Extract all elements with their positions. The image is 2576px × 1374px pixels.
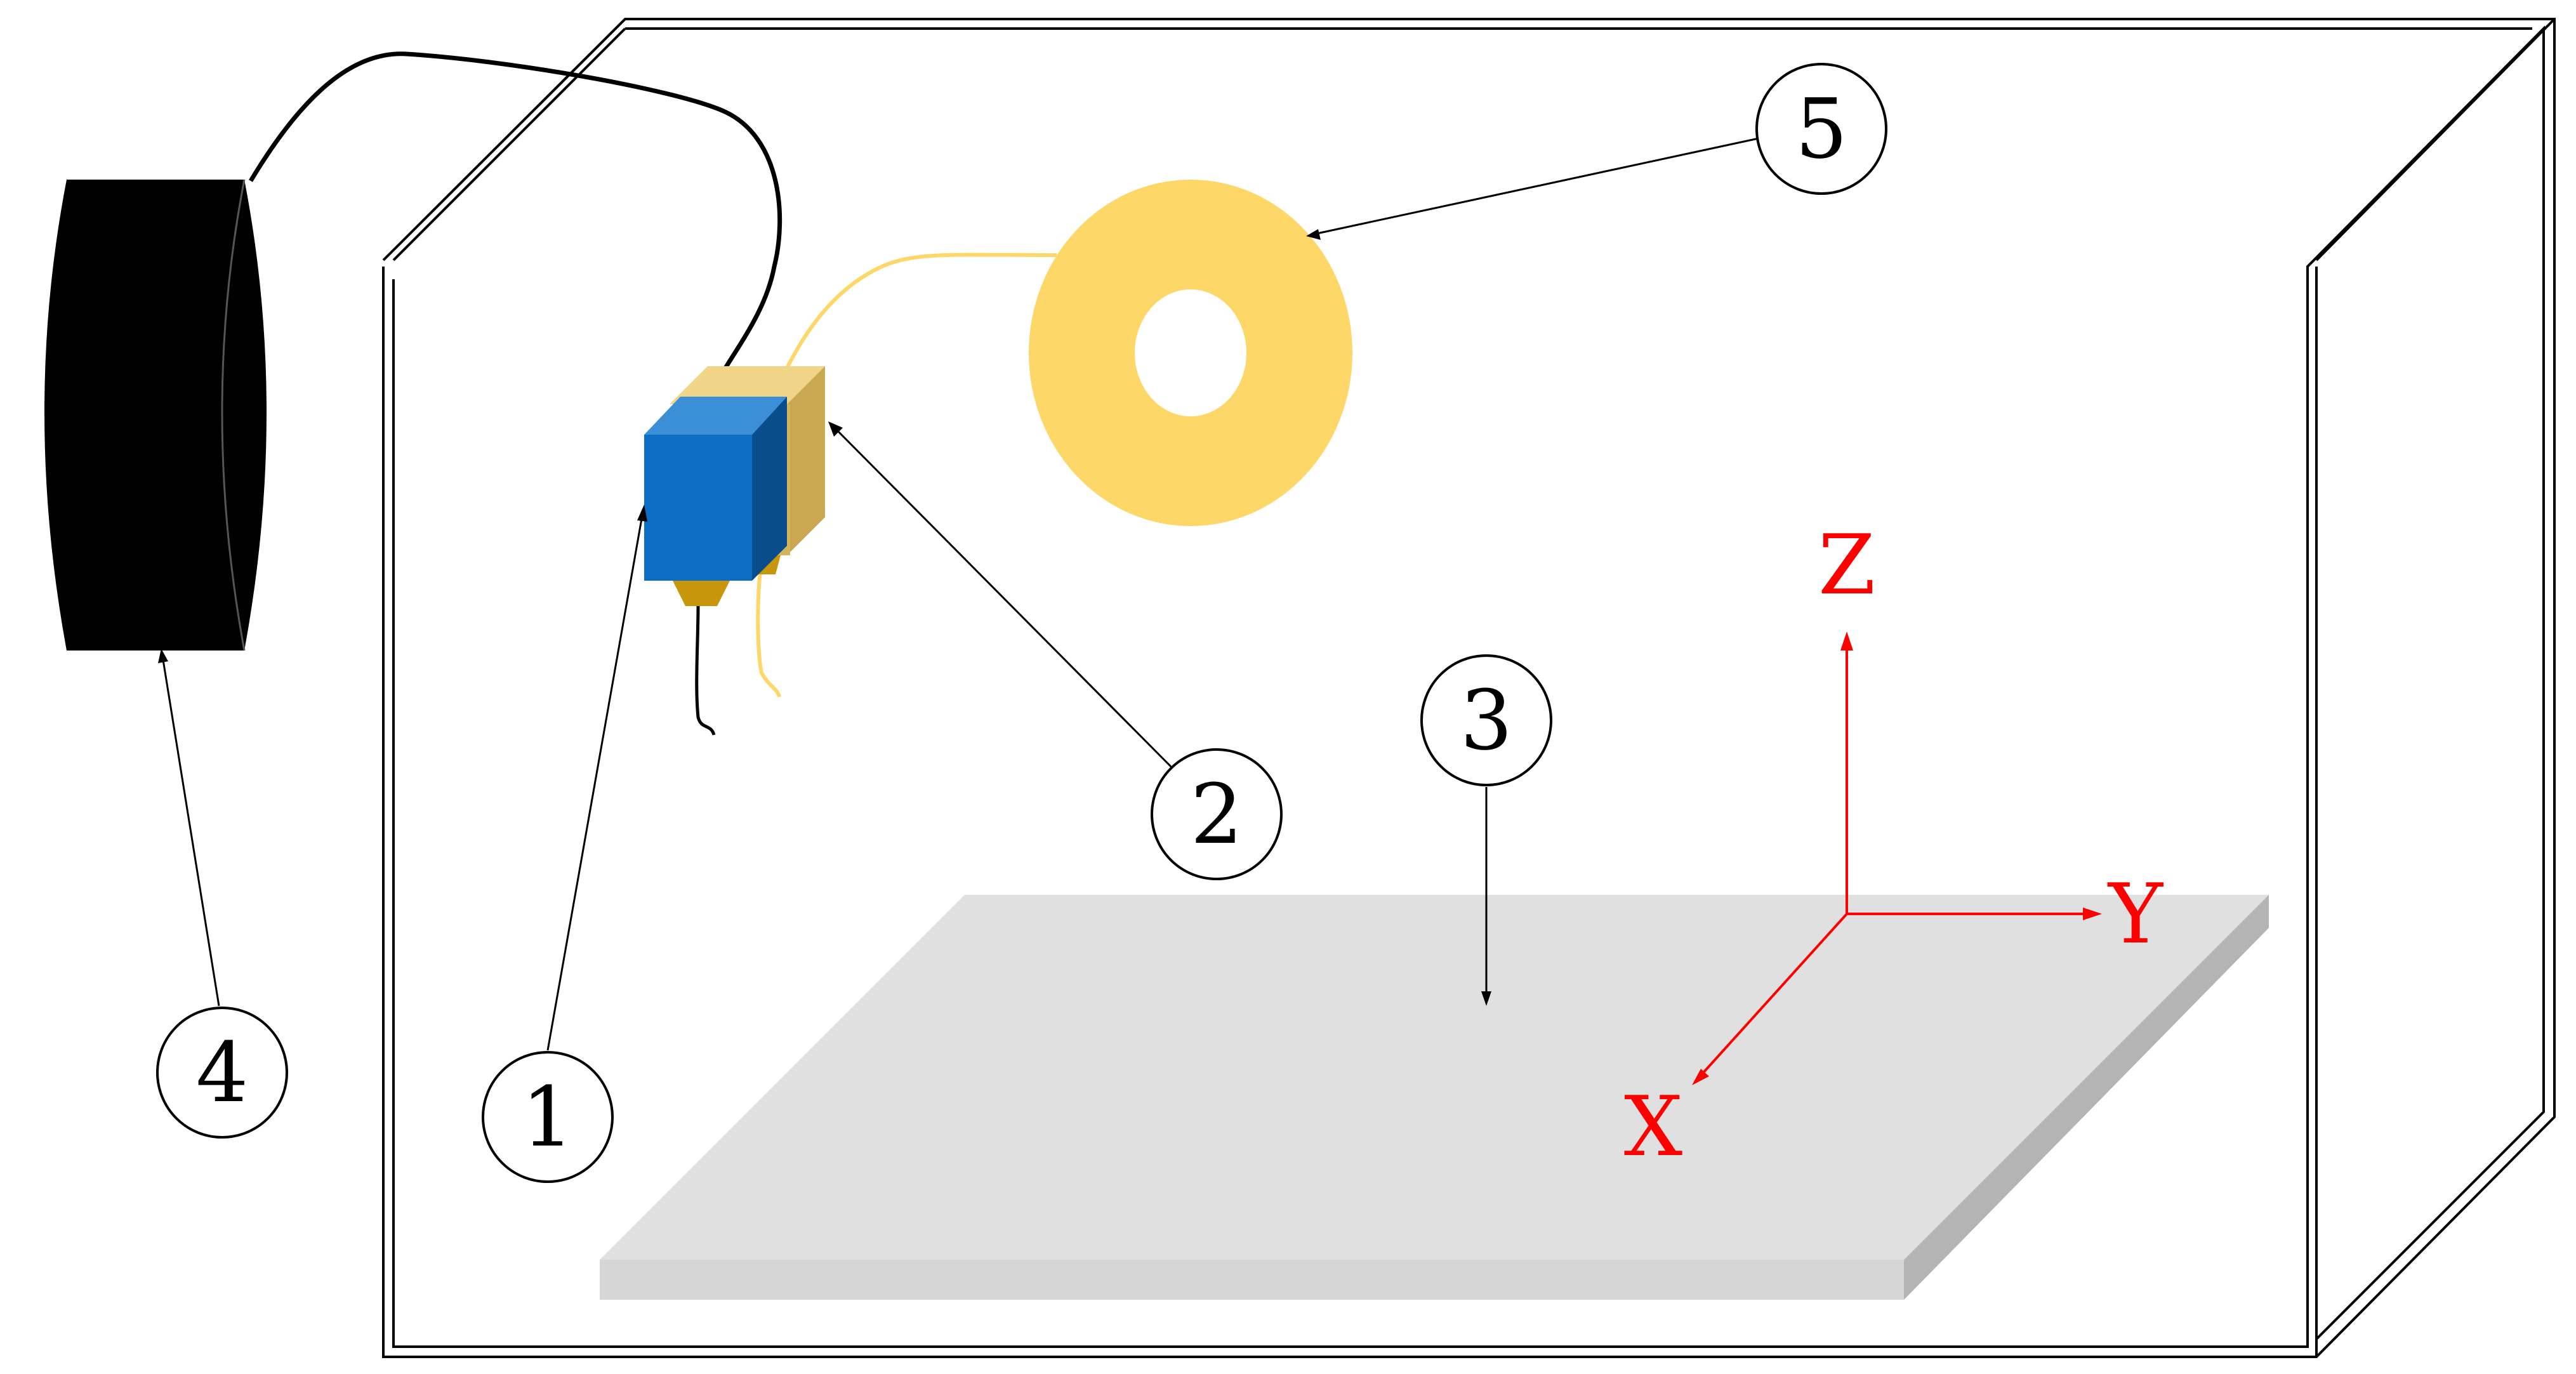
y-axis-arrowhead (2083, 908, 2102, 920)
build-plate-front (600, 1260, 1904, 1300)
nozzle-wire (695, 605, 716, 736)
callouts: 1 2 3 4 5 (156, 63, 1887, 1183)
reel-body (44, 180, 267, 651)
leader-4-arrowhead (158, 649, 168, 663)
enclosure-inner (392, 25, 2545, 1348)
x-axis-arrowhead (1692, 1069, 1709, 1085)
x-axis-line (1696, 913, 1848, 1080)
leader-4 (162, 659, 220, 1007)
leader-5-arrowhead (1306, 229, 1321, 240)
blue-block-front (644, 435, 752, 581)
cable-reel (44, 179, 267, 651)
build-plate-top (600, 895, 2269, 1260)
build-plate-side (1904, 895, 2269, 1300)
y-axis-label: Y (2107, 866, 2163, 962)
axes: Z Y X (1624, 517, 2163, 1175)
blue-nozzle (673, 581, 730, 606)
callout-2: 2 (1151, 748, 1283, 880)
callout-4-label: 4 (196, 1024, 249, 1121)
leader-lines (158, 135, 1768, 1051)
reel-face-outline (221, 179, 246, 651)
enclosure-outer (382, 18, 2556, 1358)
x-axis-label: X (1624, 1078, 1683, 1175)
leader-5 (1316, 135, 1768, 235)
callout-5-label: 5 (1795, 81, 1848, 177)
filament-spool (1029, 180, 1352, 526)
leader-1 (546, 515, 644, 1051)
callout-5: 5 (1755, 63, 1887, 195)
enclosure-right-diag (2315, 18, 2556, 261)
enclosure-top-left-inner (392, 27, 626, 261)
callout-4: 4 (156, 1007, 288, 1139)
blue-block-top (644, 397, 787, 435)
build-plate (600, 895, 2269, 1300)
callout-3-label: 3 (1460, 672, 1513, 769)
cable (248, 51, 783, 395)
leader-3-arrowhead (1481, 991, 1491, 1006)
filament-extruded (756, 558, 781, 697)
blue-block-side (752, 397, 787, 581)
print-head (644, 366, 825, 736)
leader-2 (835, 428, 1179, 774)
filament-feed (785, 253, 1057, 369)
callout-1-label: 1 (522, 1069, 574, 1165)
callout-3: 3 (1420, 654, 1552, 786)
z-axis-arrowhead (1840, 631, 1853, 651)
gold-block-front (787, 366, 825, 555)
leader-2-arrowhead (828, 421, 843, 437)
gold-block-top (670, 366, 825, 404)
callout-1: 1 (482, 1051, 614, 1183)
z-axis-label: Z (1818, 517, 1875, 613)
enclosure (382, 18, 2556, 1358)
callout-2-label: 2 (1191, 766, 1243, 862)
leader-1-arrowhead (637, 505, 647, 522)
spool-hole (1135, 289, 1246, 416)
